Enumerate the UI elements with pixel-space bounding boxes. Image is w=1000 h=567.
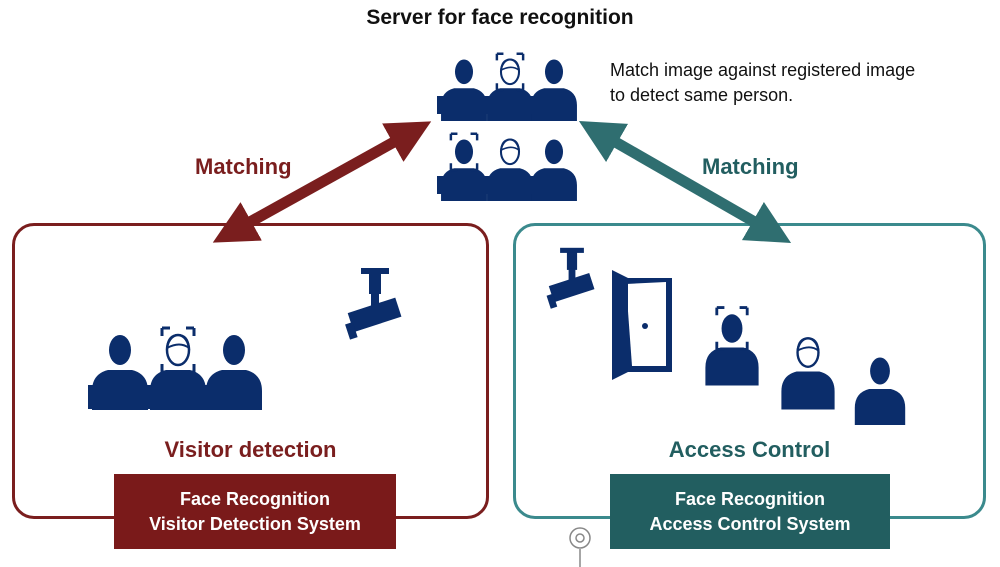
visitor-people: [88, 326, 262, 412]
matching-arrow-left: [212, 121, 432, 243]
rotate-icon: [569, 527, 591, 567]
access-label-line2: Access Control System: [649, 513, 851, 534]
server-description: Match image against registered image to …: [610, 60, 916, 105]
visitor-label-line1: Face Recognition: [179, 488, 331, 509]
door-icon: [612, 270, 672, 380]
matching-arrow-right: [578, 121, 792, 243]
visitor-system-label: Face Recognition Visitor Detection Syste…: [114, 474, 396, 549]
server-registered-people: [437, 52, 577, 123]
access-label-line1: Face Recognition: [674, 488, 826, 509]
person-icon: [705, 306, 759, 386]
security-camera-icon: [345, 268, 402, 340]
visitor-detection-title: Visitor detection: [164, 437, 337, 462]
matching-label-left: Matching: [195, 154, 292, 179]
security-camera-icon: [546, 247, 595, 309]
person-icon: [780, 337, 836, 411]
person-icon: [854, 355, 906, 425]
access-control-title: Access Control: [668, 437, 831, 462]
access-system-label: Face Recognition Access Control System: [610, 474, 890, 549]
matching-label-right: Matching: [702, 154, 799, 179]
server-title: Server for face recognition: [366, 6, 634, 29]
access-people: [705, 306, 906, 425]
server-captured-people: [437, 132, 577, 203]
visitor-label-line2: Visitor Detection System: [149, 513, 361, 534]
